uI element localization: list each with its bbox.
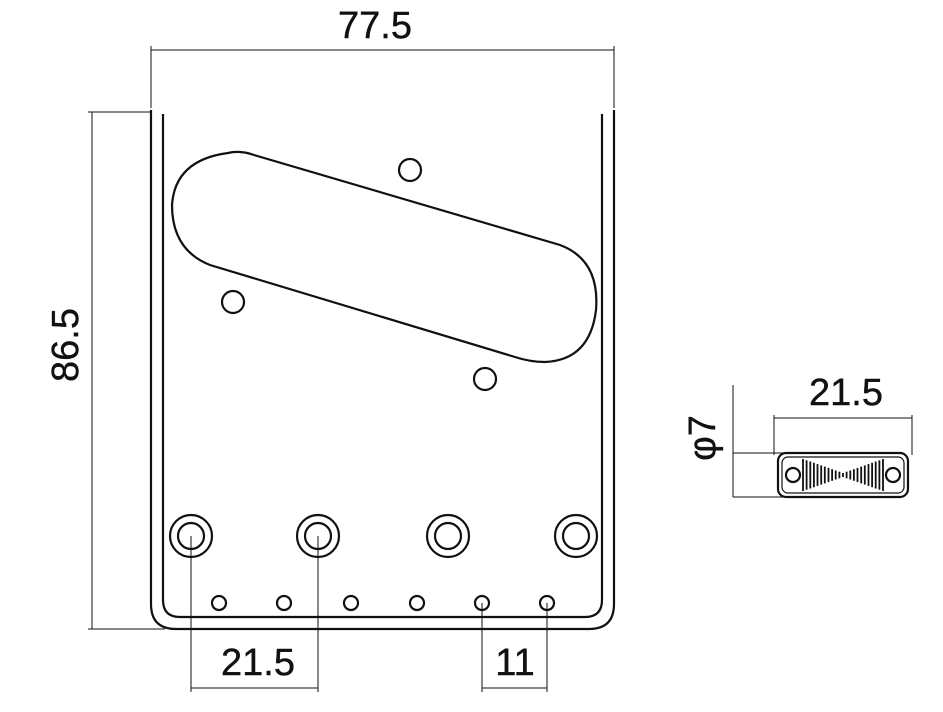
saddle-spacing-label: 21.5 <box>221 642 295 684</box>
bridge-plate <box>149 110 616 631</box>
saddle-screw-hole <box>425 513 471 559</box>
saddle-detail: 21.5 φ7 <box>682 372 913 499</box>
pickup-mount-hole-right <box>472 366 498 392</box>
pickup-mount-hole-left <box>220 289 246 315</box>
string-hole <box>275 594 293 612</box>
saddle-screw-holes <box>168 513 599 559</box>
string-holes <box>210 594 556 612</box>
hole-spacing-dimension: 11 <box>481 603 548 692</box>
saddle-thread <box>802 459 884 491</box>
saddle-end-hole-left <box>784 466 802 484</box>
string-hole <box>342 594 360 612</box>
hole-spacing-label: 11 <box>495 642 534 684</box>
plate-width-label: 77.5 <box>338 5 412 47</box>
pickup-mount-hole-top <box>397 157 423 183</box>
plate-width-dimension: 77.5 <box>150 5 615 108</box>
plate-height-label: 86.5 <box>45 308 87 382</box>
plate-outer-outline <box>149 110 616 631</box>
string-hole <box>210 594 228 612</box>
saddle-screw-hole <box>553 513 599 559</box>
saddle-length-label: 21.5 <box>809 372 883 414</box>
string-hole <box>408 594 426 612</box>
plate-height-dimension: 86.5 <box>45 111 165 630</box>
saddle-body <box>776 451 910 499</box>
plate-inner-outline <box>161 114 604 619</box>
saddle-body-inner <box>781 456 905 494</box>
saddle-end-hole-right <box>884 466 902 484</box>
saddle-diameter-label: φ7 <box>682 415 724 461</box>
pickup-cutout <box>170 150 598 364</box>
saddle-spacing-dimension: 21.5 <box>190 536 319 692</box>
